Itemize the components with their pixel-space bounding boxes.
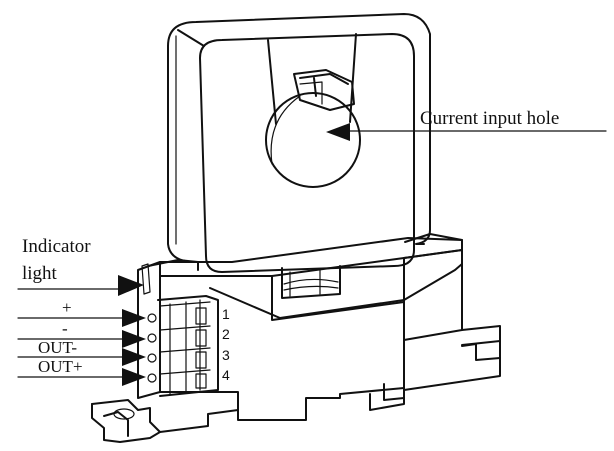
terminal-number-1: 1 bbox=[222, 306, 230, 322]
terminal-screw-4 bbox=[147, 373, 157, 383]
label-light: light bbox=[22, 263, 58, 284]
terminal-number-3: 3 bbox=[222, 347, 230, 363]
label-current-input-hole: Current input hole bbox=[420, 108, 559, 129]
label-out-minus: OUT- bbox=[38, 338, 77, 357]
indicator-light bbox=[141, 263, 151, 295]
terminal-number-4: 4 bbox=[222, 367, 230, 383]
arrow-terminal-1 bbox=[122, 309, 146, 327]
current-input-hole bbox=[265, 92, 361, 188]
label-minus: - bbox=[62, 319, 68, 338]
arrow-terminal-3 bbox=[122, 348, 146, 366]
terminal-number-2: 2 bbox=[222, 326, 230, 342]
arrow-indicator bbox=[118, 275, 144, 296]
arrow-current-hole bbox=[326, 123, 350, 141]
arrow-terminal-4 bbox=[122, 368, 146, 386]
callouts bbox=[17, 123, 607, 386]
terminal-block bbox=[137, 261, 219, 399]
label-plus: + bbox=[62, 298, 72, 317]
terminal-screw-2 bbox=[147, 333, 157, 343]
arrow-terminal-2 bbox=[122, 330, 146, 348]
core-housing bbox=[167, 13, 431, 273]
label-out-plus: OUT+ bbox=[38, 357, 83, 376]
terminal-screw-1 bbox=[147, 313, 157, 323]
label-indicator: Indicator bbox=[22, 236, 91, 257]
terminal-screw-3 bbox=[147, 353, 157, 363]
